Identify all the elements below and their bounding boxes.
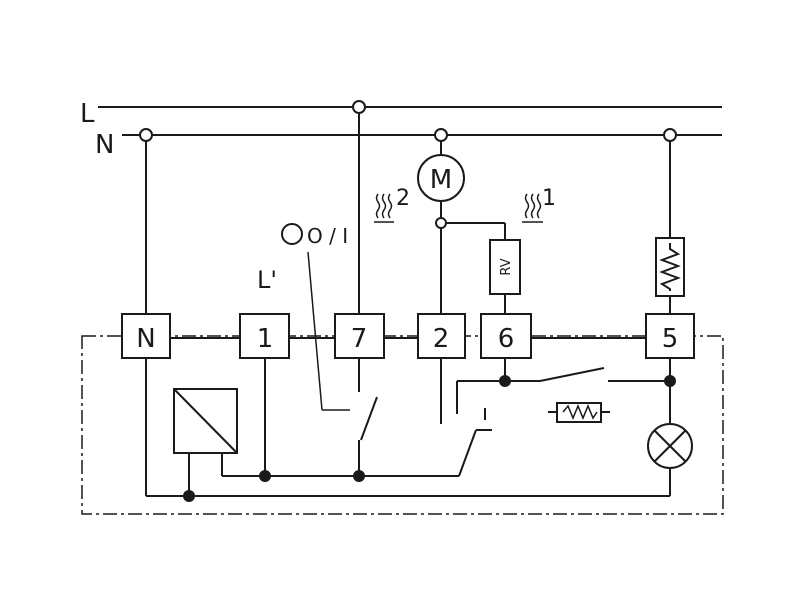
terminal-7: 7 (334, 313, 385, 359)
anticipator-resistor (548, 402, 610, 423)
terminal-7-label: 7 (351, 324, 368, 354)
rail-junctions (139, 100, 677, 142)
junction-dots (183, 375, 676, 502)
neutral-rail-label: N (95, 130, 114, 160)
terminal-2-label: 2 (433, 324, 450, 354)
terminal-2: 2 (417, 313, 466, 359)
power-rails: L N (80, 99, 722, 160)
heat-stage-2: 2 (374, 186, 410, 223)
housing-boundary (81, 335, 724, 515)
terminal-6: 6 (480, 313, 532, 359)
terminal-5-label: 5 (662, 324, 679, 354)
terminal-5: 5 (645, 313, 695, 359)
heater-element (655, 237, 685, 297)
terminal-1: 1 (239, 313, 290, 359)
indicator-lamp (647, 423, 693, 469)
heat-stage-2-label: 2 (396, 186, 410, 211)
resistor-label: RV (499, 258, 514, 275)
internal-wiring (145, 358, 671, 497)
terminal-6-label: 6 (498, 324, 515, 354)
switch-label: O / I (307, 224, 348, 248)
heat-stage-1-label: 1 (542, 186, 556, 211)
fan-motor: M (417, 154, 506, 240)
terminal-N: N (121, 313, 171, 359)
heat-stage-1: 1 (522, 186, 556, 223)
motor-label: M (430, 165, 452, 195)
terminal-N-label: N (136, 324, 155, 354)
line-rail-label: L (80, 99, 95, 129)
on-off-indicator: O / I (281, 223, 350, 411)
rv-resistor: RV (489, 239, 521, 314)
switched-line-label: L' (257, 266, 277, 294)
terminal-1-label: 1 (257, 324, 274, 354)
